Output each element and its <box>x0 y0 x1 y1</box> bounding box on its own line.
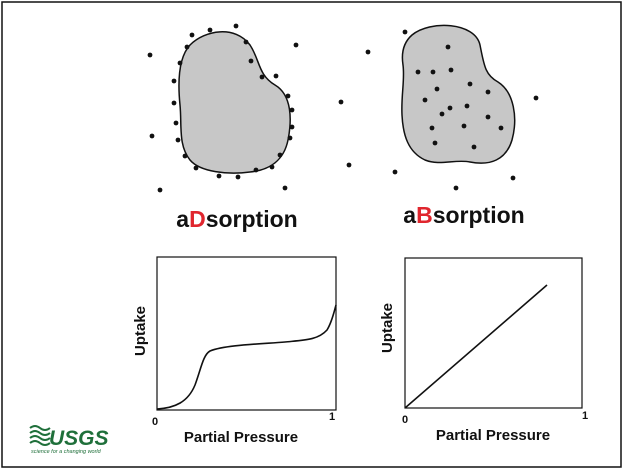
usgs-wave-icon <box>29 425 51 446</box>
adsorbed-molecules <box>171 23 295 180</box>
absorbed-molecules <box>415 44 504 150</box>
adsorbent-particle <box>178 31 291 174</box>
x-max-tick-label: 1 <box>329 411 335 423</box>
free-molecules-right <box>346 29 539 191</box>
x-max-tick-label: 1 <box>582 410 588 422</box>
x-min-tick-label: 0 <box>152 416 158 428</box>
y-axis-label: Uptake <box>379 303 396 353</box>
isotherm-curve <box>156 304 337 410</box>
usgs-logo: USGS science for a changing world <box>29 425 109 455</box>
plot-frame <box>156 256 337 411</box>
title-adsorption: aDsorption <box>176 206 297 232</box>
x-min-tick-label: 0 <box>402 414 408 426</box>
x-axis-label: Partial Pressure <box>436 427 550 444</box>
plot-frame <box>404 257 583 409</box>
y-axis-label: Uptake <box>132 306 149 356</box>
title-absorption: aBsorption <box>403 202 524 228</box>
adsorption-isotherm-graph: Uptake Partial Pressure 0 1 <box>132 256 337 446</box>
usgs-tagline: science for a changing world <box>31 449 102 455</box>
usgs-wordmark: USGS <box>49 427 109 450</box>
x-axis-label: Partial Pressure <box>184 429 298 446</box>
free-molecules-left <box>147 42 344 193</box>
absorption-graph: Uptake Partial Pressure 0 1 <box>379 257 588 444</box>
linear-uptake-line <box>404 284 548 409</box>
